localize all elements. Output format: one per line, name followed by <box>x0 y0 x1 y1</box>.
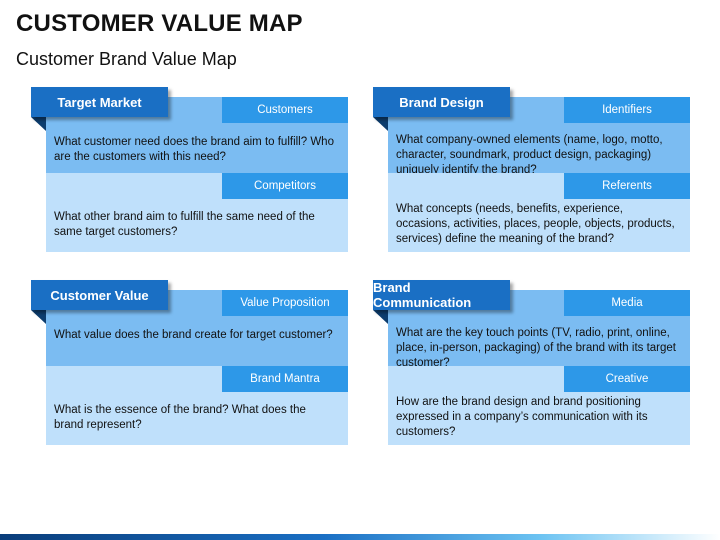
card-brand-design: Brand Design Identifiers What company-ow… <box>373 87 690 252</box>
card-heading: Brand Design <box>373 87 510 117</box>
row-question: What customer need does the brand aim to… <box>54 136 334 163</box>
card-row: Customers What customer need does the br… <box>46 97 348 173</box>
card-row: Brand Mantra What is the essence of the … <box>46 366 348 445</box>
row-question: What company-owned elements (name, logo,… <box>396 134 663 176</box>
card-row: Creative How are the brand design and br… <box>388 366 690 445</box>
row-label: Identifiers <box>564 97 690 123</box>
row-question: How are the brand design and brand posit… <box>396 396 648 438</box>
row-question: What are the key touch points (TV, radio… <box>396 327 676 369</box>
card-heading: Brand Communication <box>373 280 510 310</box>
heading-fold-shape <box>31 117 46 131</box>
card-brand-communication: Brand Communication Media What are the k… <box>373 280 690 445</box>
row-label: Customers <box>222 97 348 123</box>
card-heading: Target Market <box>31 87 168 117</box>
row-label: Media <box>564 290 690 316</box>
card-row: Value Proposition What value does the br… <box>46 290 348 366</box>
card-row: Competitors What other brand aim to fulf… <box>46 173 348 252</box>
row-label: Brand Mantra <box>222 366 348 392</box>
heading-fold-shape <box>373 117 388 131</box>
row-label: Creative <box>564 366 690 392</box>
row-question: What is the essence of the brand? What d… <box>54 404 306 431</box>
heading-fold-shape <box>31 310 46 324</box>
card-target-market: Target Market Customers What customer ne… <box>31 87 348 252</box>
row-label: Referents <box>564 173 690 199</box>
bottom-gradient-bar <box>0 534 720 540</box>
card-customer-value: Customer Value Value Proposition What va… <box>31 280 348 445</box>
card-heading: Customer Value <box>31 280 168 310</box>
row-label: Value Proposition <box>222 290 348 316</box>
row-question: What other brand aim to fulfill the same… <box>54 211 315 238</box>
card-row: Referents What concepts (needs, benefits… <box>388 173 690 252</box>
row-question: What value does the brand create for tar… <box>54 329 333 341</box>
page-subtitle: Customer Brand Value Map <box>16 49 237 69</box>
page-title: CUSTOMER VALUE MAP <box>16 10 303 37</box>
row-label: Competitors <box>222 173 348 199</box>
heading-fold-shape <box>373 310 388 324</box>
row-question: What concepts (needs, benefits, experien… <box>396 203 675 245</box>
